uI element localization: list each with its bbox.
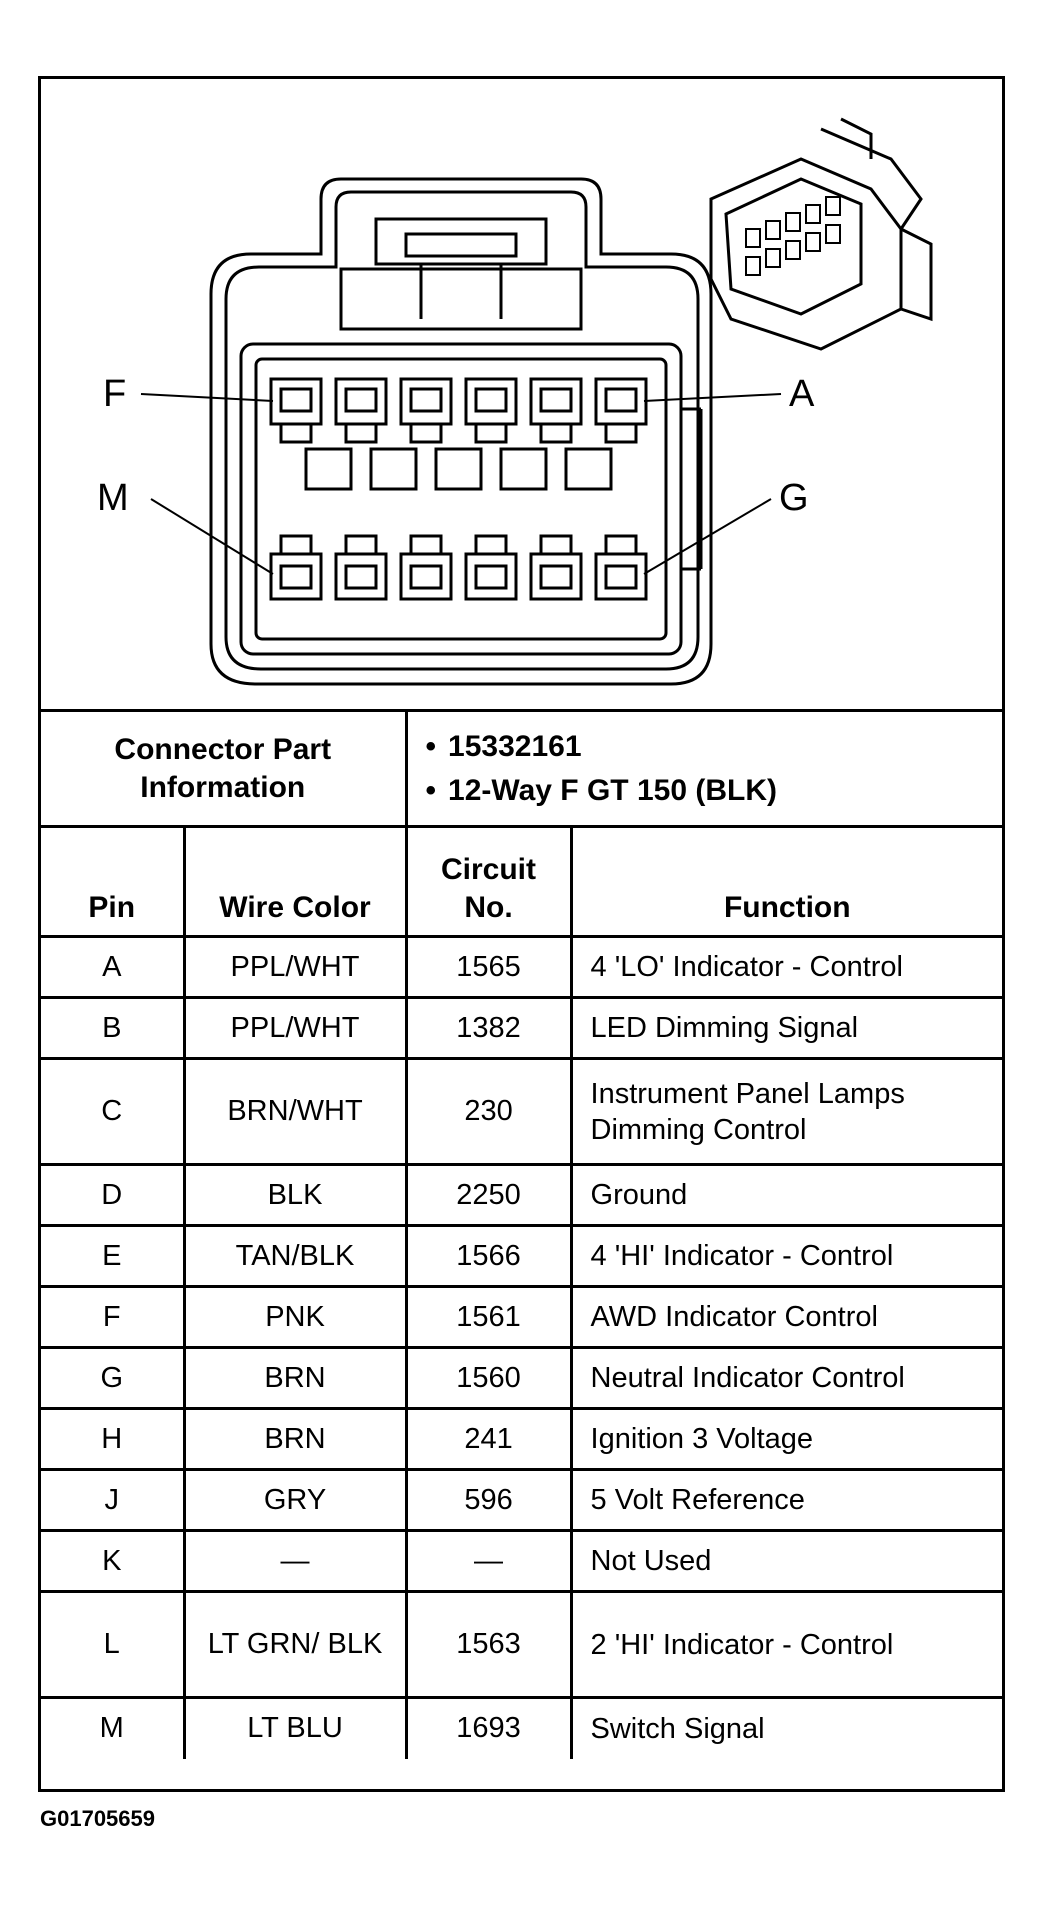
circuit-cell: 1565	[404, 935, 573, 999]
pin-cell: J	[41, 1468, 186, 1532]
circuit-cell: 1563	[404, 1590, 573, 1699]
function-cell: 4 'HI' Indicator - Control	[569, 1224, 1003, 1288]
wire-color-cell: LT BLU	[182, 1696, 408, 1759]
connector-info-values: 15332161 12-Way F GT 150 (BLK)	[404, 709, 1003, 828]
header-circuit: Circuit No.	[404, 825, 573, 938]
wire-color-cell: TAN/BLK	[182, 1224, 408, 1288]
circuit-cell: 1560	[404, 1346, 573, 1410]
pin-cell: A	[41, 935, 186, 999]
wire-color-cell: BRN	[182, 1346, 408, 1410]
pin-cell: H	[41, 1407, 186, 1471]
circuit-cell: 596	[404, 1468, 573, 1532]
function-cell: Switch Signal	[569, 1696, 1003, 1759]
connector-type: 12-Way F GT 150 (BLK)	[426, 769, 995, 813]
pin-label-f: F	[103, 373, 127, 415]
connector-info-row: Connector Part Information 15332161 12-W…	[41, 709, 1003, 828]
connector-part-number: 15332161	[426, 725, 995, 769]
function-cell: Ground	[569, 1163, 1003, 1227]
pin-cell: L	[41, 1590, 186, 1699]
pin-cell: E	[41, 1224, 186, 1288]
wire-color-cell: —	[182, 1529, 408, 1593]
pin-cell: B	[41, 996, 186, 1060]
wire-color-cell: BLK	[182, 1163, 408, 1227]
diagram-frame: F A M G Connector Part Information 15332…	[38, 76, 1005, 1792]
connector-iso-drawing	[709, 117, 933, 351]
header-function: Function	[569, 825, 1003, 938]
table-header-row: Pin Wire Color Circuit No. Function	[41, 825, 1003, 938]
circuit-cell: 1561	[404, 1285, 573, 1349]
wire-color-cell: BRN/WHT	[182, 1057, 408, 1166]
pin-cell: K	[41, 1529, 186, 1593]
function-cell: Neutral Indicator Control	[569, 1346, 1003, 1410]
wire-color-cell: GRY	[182, 1468, 408, 1532]
connector-face-drawing	[140, 117, 933, 686]
circuit-cell: 1566	[404, 1224, 573, 1288]
function-cell: AWD Indicator Control	[569, 1285, 1003, 1349]
connector-diagram: F A M G	[41, 79, 1002, 709]
wire-color-cell: PPL/WHT	[182, 935, 408, 999]
wire-color-cell: LT GRN/ BLK	[182, 1590, 408, 1699]
function-cell: 5 Volt Reference	[569, 1468, 1003, 1532]
circuit-cell: 2250	[404, 1163, 573, 1227]
function-cell: Ignition 3 Voltage	[569, 1407, 1003, 1471]
connector-info-label: Connector Part Information	[41, 709, 408, 828]
function-cell: Not Used	[569, 1529, 1003, 1593]
pin-cell: D	[41, 1163, 186, 1227]
circuit-cell: 1693	[404, 1696, 573, 1759]
wire-color-cell: BRN	[182, 1407, 408, 1471]
pin-label-m: M	[97, 477, 129, 519]
circuit-cell: 1382	[404, 996, 573, 1060]
pin-label-a: A	[789, 373, 815, 415]
circuit-cell: —	[404, 1529, 573, 1593]
wire-color-cell: PNK	[182, 1285, 408, 1349]
function-cell: 4 'LO' Indicator - Control	[569, 935, 1003, 999]
connector-pinout-table: Connector Part Information 15332161 12-W…	[41, 709, 1003, 1759]
circuit-cell: 241	[404, 1407, 573, 1471]
figure-id: G01705659	[40, 1806, 155, 1831]
wire-color-cell: PPL/WHT	[182, 996, 408, 1060]
function-cell: Instrument Panel Lamps Dimming Control	[569, 1057, 1003, 1166]
pin-cell: G	[41, 1346, 186, 1410]
function-cell: LED Dimming Signal	[569, 996, 1003, 1060]
table-row: K——Not Used	[41, 1529, 1003, 1593]
pin-cell: M	[41, 1696, 186, 1759]
pin-cell: C	[41, 1057, 186, 1166]
pin-cell: F	[41, 1285, 186, 1349]
header-pin: Pin	[41, 825, 186, 938]
function-cell: 2 'HI' Indicator - Control	[569, 1590, 1003, 1699]
circuit-cell: 230	[404, 1057, 573, 1166]
pin-label-g: G	[779, 477, 809, 519]
header-wire-color: Wire Color	[182, 825, 408, 938]
